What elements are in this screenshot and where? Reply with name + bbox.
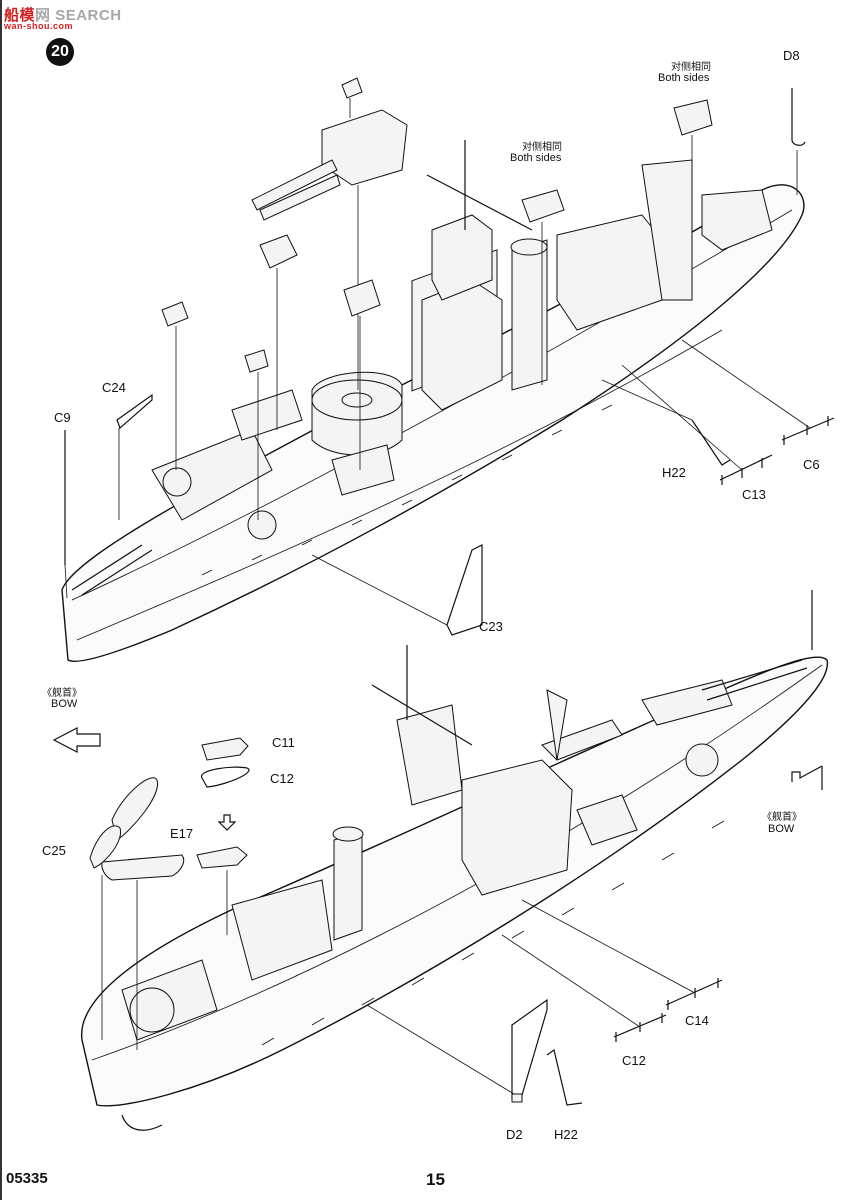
label-c13: C13: [742, 487, 766, 502]
top-small-parts: [64, 77, 835, 636]
step-number-badge: 20: [46, 38, 74, 66]
label-bow-left-cn: 《舰首》: [42, 688, 82, 699]
label-c9: C9: [54, 410, 71, 425]
label-h22-top: H22: [662, 465, 686, 480]
bottom-small-parts: [52, 727, 823, 1106]
label-c25: C25: [42, 843, 66, 858]
label-c6: C6: [803, 457, 820, 472]
watermark-logo: 船模网 SEARCH wan-shou.com: [4, 7, 122, 31]
label-d8: D8: [783, 48, 800, 63]
label-d2: D2: [506, 1127, 523, 1142]
label-both-sides-en-2: Both sides: [510, 152, 562, 164]
bottom-ship-superstructure: [121, 590, 813, 1041]
top-ship-superstructure: [71, 140, 773, 596]
label-e17: E17: [170, 826, 194, 841]
top-turret-part: [251, 109, 408, 390]
label-both-sides-en-1: Both sides: [658, 72, 710, 84]
label-c11: C11: [272, 735, 295, 750]
page-number: 15: [426, 1170, 445, 1189]
label-both-sides-cn-1: 对侧相同: [671, 62, 711, 73]
label-c12-bottom: C12: [622, 1053, 646, 1068]
label-c24: C24: [102, 380, 126, 395]
label-bow-right-en: BOW: [768, 823, 795, 835]
label-h22-bottom: H22: [554, 1127, 578, 1142]
product-code: 05335: [6, 1170, 48, 1187]
label-c23: C23: [479, 619, 503, 634]
label-c12-top: C12: [270, 771, 294, 786]
label-c14: C14: [685, 1013, 709, 1028]
label-bow-right-cn: 《舰首》: [762, 812, 802, 823]
label-both-sides-cn-2: 对侧相同: [522, 142, 562, 153]
label-bow-left-en: BOW: [51, 698, 78, 710]
